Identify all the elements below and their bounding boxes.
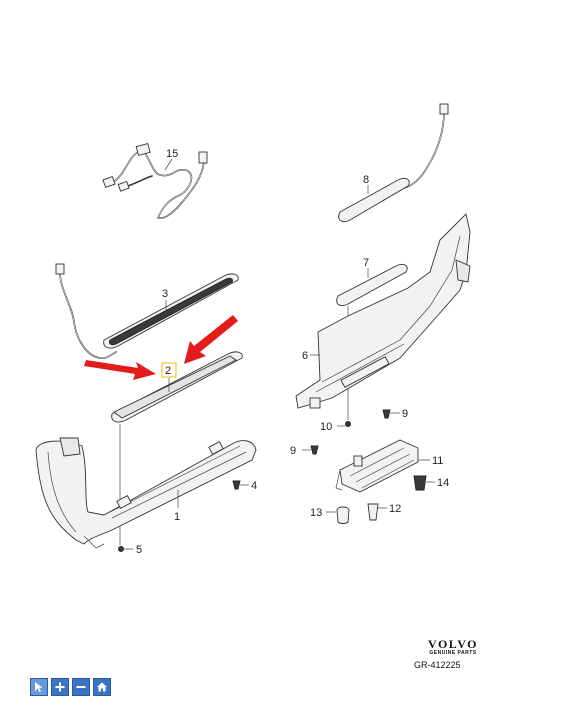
reference-number: GR-412225 [414, 660, 461, 670]
zoom-in-button[interactable] [51, 678, 69, 696]
callout-3: 3 [162, 288, 168, 300]
callout-12: 12 [389, 503, 401, 515]
callout-8: 8 [363, 174, 369, 186]
callout-4: 4 [251, 480, 257, 492]
part-3-illuminated-strip [55, 263, 239, 359]
zoom-out-button[interactable] [72, 678, 90, 696]
callout-7: 7 [363, 257, 369, 269]
callout-14: 14 [437, 477, 449, 489]
part-4-clip [232, 480, 249, 490]
minus-icon [76, 686, 86, 688]
part-15-harness [102, 143, 208, 220]
callout-9b: 9 [290, 445, 296, 457]
part-11-bracket [335, 439, 430, 493]
part-9-clip-a [382, 409, 400, 419]
logo-subtitle: GENUINE PARTS [429, 650, 477, 656]
callout-11: 11 [432, 455, 443, 467]
callout-9a: 9 [402, 408, 408, 420]
part-13-grommet [326, 506, 350, 524]
logo-brand: VOLVO [428, 637, 478, 651]
part-6-sill-panel [295, 213, 471, 409]
part-1-sill-panel [35, 437, 257, 549]
highlight-box [161, 362, 177, 378]
cursor-icon [35, 682, 43, 692]
home-button[interactable] [93, 678, 111, 696]
home-icon [97, 682, 107, 692]
arrow-top [184, 315, 238, 364]
part-2-sill-plate [111, 351, 243, 545]
callout-1: 1 [174, 511, 180, 523]
select-tool-button[interactable] [30, 678, 48, 696]
part-10-screw [337, 421, 351, 427]
callout-6: 6 [302, 350, 308, 362]
callout-10: 10 [320, 421, 332, 433]
arrow-left [84, 360, 156, 380]
callout-2: 2 [165, 365, 171, 377]
part-12-clip [367, 503, 387, 521]
part-5-screw [118, 546, 133, 552]
callout-5: 5 [136, 544, 142, 556]
part-8-illuminated-strip [338, 103, 449, 223]
part-14-clip [413, 475, 435, 491]
plus-icon [55, 682, 65, 692]
callout-15: 15 [166, 148, 178, 160]
diagram-toolbar [30, 678, 111, 696]
part-9-clip-b [302, 445, 319, 455]
volvo-logo: VOLVO GENUINE PARTS [418, 638, 488, 657]
callout-13: 13 [310, 507, 322, 519]
